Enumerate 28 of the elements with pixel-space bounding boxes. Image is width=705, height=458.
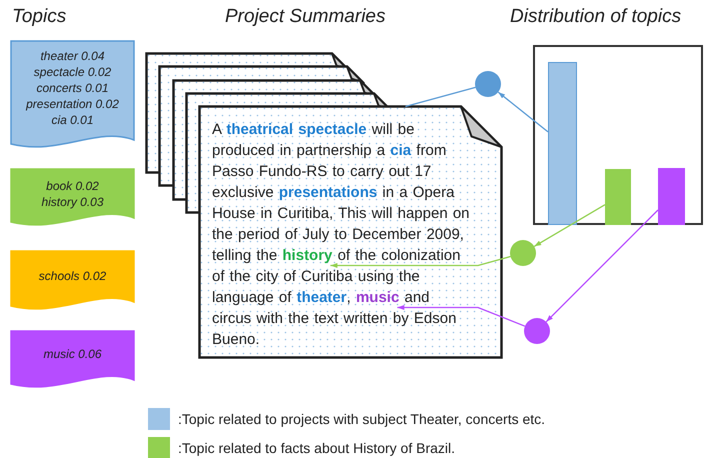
bar xyxy=(605,169,631,225)
arrow xyxy=(534,204,606,247)
topic-circle xyxy=(524,318,550,344)
topic-term: concerts 0.01 xyxy=(36,80,109,96)
topic-term: cia 0.01 xyxy=(51,112,94,128)
bar xyxy=(548,62,577,225)
chart-frame xyxy=(533,45,703,225)
bar xyxy=(658,168,685,225)
topic-term: book 0.02 xyxy=(46,178,99,194)
arrow xyxy=(397,305,526,327)
column-heading: Distribution of topics xyxy=(510,6,682,28)
summary-document xyxy=(198,105,503,359)
arrow xyxy=(546,210,658,322)
legend-text: :Topic related to facts about History of Brazil. xyxy=(178,440,456,456)
summary-text: A theatrical spectacle will be produced in partnership a cia from Passo Fundo-RS to carry out 17 exclusive presentations in a Opera House in Curitiba, This will happen on the period of July to December 2009, telling the history of the colonization of the city of Curitiba using the language of theater, music and circus with the text written by Edson Bueno. xyxy=(212,120,470,350)
topic-term: schools 0.02 xyxy=(38,268,106,284)
column-heading: Topics xyxy=(12,6,66,28)
topic-term: history 0.03 xyxy=(41,194,104,210)
topic-circle xyxy=(510,240,536,266)
topic-term: spectacle 0.02 xyxy=(34,64,112,80)
topic-circle xyxy=(475,71,501,97)
column-heading: Project Summaries xyxy=(225,6,386,28)
topic-term: presentation 0.02 xyxy=(26,96,119,112)
topic-term: music 0.06 xyxy=(43,346,102,362)
arrow xyxy=(498,92,548,132)
connector-line xyxy=(405,86,476,108)
topic-term: theater 0.04 xyxy=(40,48,105,64)
legend-text: :Topic related to projects with subject Theater, concerts etc. xyxy=(178,411,546,427)
